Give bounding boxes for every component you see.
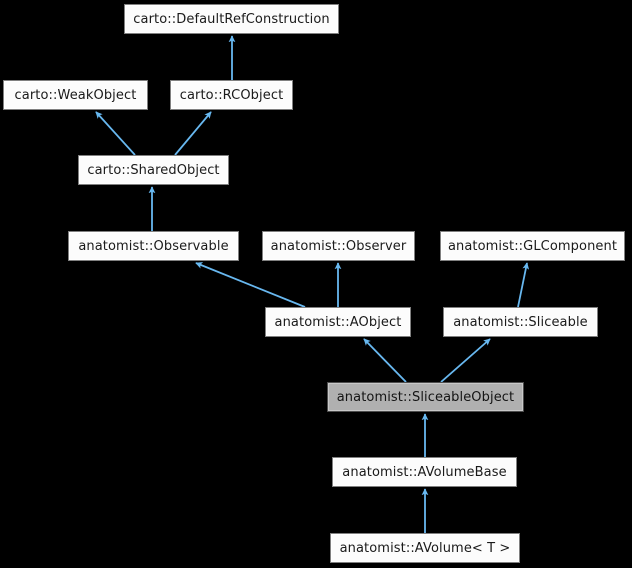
class-node-label: anatomist::AVolume< T > [339, 540, 511, 556]
inheritance-arrow [517, 262, 530, 308]
class-node-label: anatomist::GLComponent [447, 238, 618, 254]
inheritance-arrow [95, 111, 136, 156]
class-node-label: carto::RCObject [179, 87, 284, 103]
class-node-avolumet[interactable]: anatomist::AVolume< T > [330, 533, 520, 563]
class-node-label: anatomist::Sliceable [453, 314, 588, 330]
class-node-sliceable[interactable]: anatomist::Sliceable [443, 307, 598, 337]
class-node-label: carto::DefaultRefConstruction [133, 11, 330, 27]
class-node-avolumebase[interactable]: anatomist::AVolumeBase [332, 457, 517, 487]
class-node-label: anatomist::Observable [78, 238, 229, 254]
class-node-label: anatomist::AVolumeBase [342, 464, 507, 480]
class-node-label: anatomist::SliceableObject [336, 389, 515, 405]
inheritance-arrow [174, 111, 212, 156]
inheritance-arrow [363, 338, 407, 383]
class-node-label: carto::WeakObject [14, 87, 137, 103]
class-node-glcomponent[interactable]: anatomist::GLComponent [440, 231, 625, 261]
class-node-weakobject[interactable]: carto::WeakObject [3, 80, 148, 110]
class-node-defaultrefconstruction[interactable]: carto::DefaultRefConstruction [124, 4, 339, 34]
class-node-observer[interactable]: anatomist::Observer [262, 231, 415, 261]
class-node-label: anatomist::AObject [274, 314, 402, 330]
class-node-observable[interactable]: anatomist::Observable [68, 231, 239, 261]
inheritance-arrow [195, 262, 306, 308]
class-node-aobject[interactable]: anatomist::AObject [265, 307, 411, 337]
class-node-label: anatomist::Observer [270, 238, 407, 254]
class-node-sharedobject[interactable]: carto::SharedObject [78, 155, 229, 185]
class-node-rcobject[interactable]: carto::RCObject [170, 80, 293, 110]
inheritance-arrow [440, 338, 491, 383]
class-node-label: carto::SharedObject [87, 162, 220, 178]
class-node-sliceableobject[interactable]: anatomist::SliceableObject [327, 382, 524, 412]
